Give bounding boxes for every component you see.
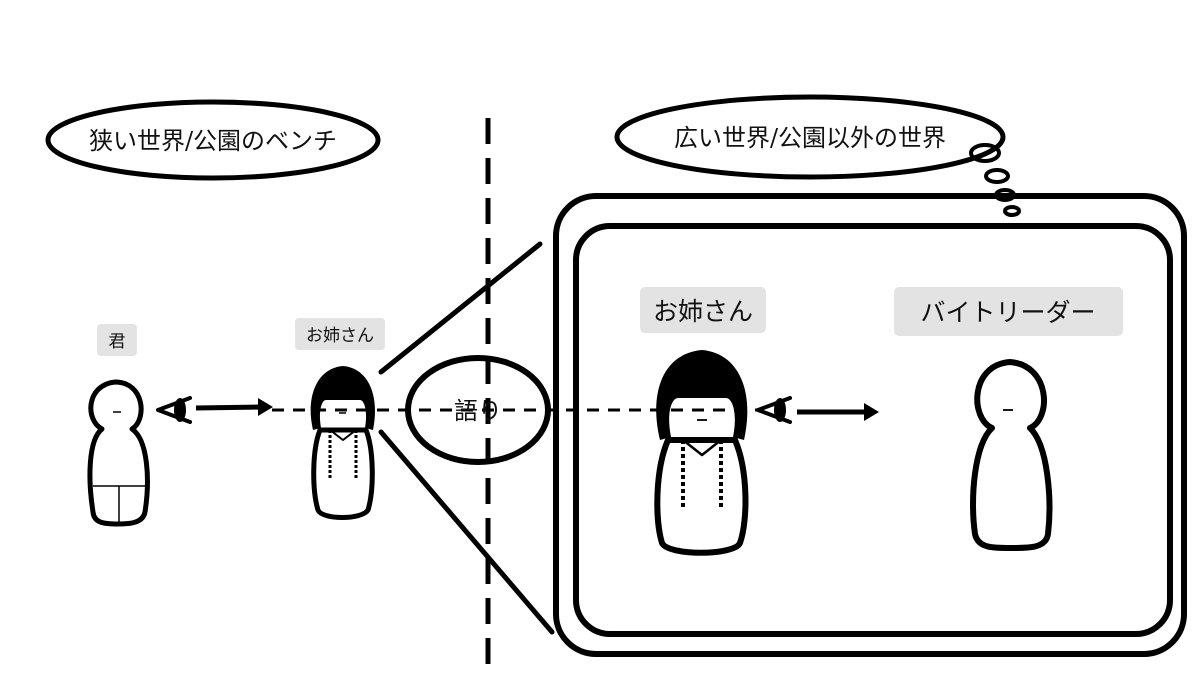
you-label: 君 bbox=[97, 324, 137, 356]
narration-label: 語り bbox=[454, 397, 502, 425]
you-figure bbox=[87, 379, 150, 527]
narrow-world-bubble: 狭い世界/公園のベンチ bbox=[45, 99, 381, 181]
eye-icon-inner bbox=[756, 396, 792, 424]
gaze-arrow bbox=[195, 398, 273, 416]
svg-text:バイトリーダー: バイトリーダー bbox=[920, 298, 1095, 327]
projection-line-bottom bbox=[378, 429, 555, 635]
sister-label-small: お姉さん bbox=[295, 318, 385, 350]
leader-figure bbox=[970, 359, 1053, 551]
svg-text:お姉さん: お姉さん bbox=[306, 326, 374, 346]
projection-line-top bbox=[378, 241, 543, 375]
narration-bubble: 語り bbox=[405, 355, 551, 465]
svg-text:お姉さん: お姉さん bbox=[653, 297, 753, 326]
wide-world-thought-bubble: 広い世界/公園以外の世界 bbox=[614, 94, 1021, 217]
sister-figure-large bbox=[654, 350, 749, 556]
story-frame bbox=[553, 193, 1187, 657]
leader-label: バイトリーダー bbox=[894, 287, 1123, 336]
narrow-world-title: 狭い世界/公園のベンチ bbox=[89, 127, 337, 155]
eye-icon bbox=[156, 396, 192, 424]
gaze-arrow-inner bbox=[797, 403, 879, 421]
svg-text:君: 君 bbox=[109, 332, 126, 352]
sister-label-large: お姉さん bbox=[640, 287, 766, 333]
sister-figure-small bbox=[310, 366, 375, 520]
wide-world-title: 広い世界/公園以外の世界 bbox=[674, 124, 946, 152]
